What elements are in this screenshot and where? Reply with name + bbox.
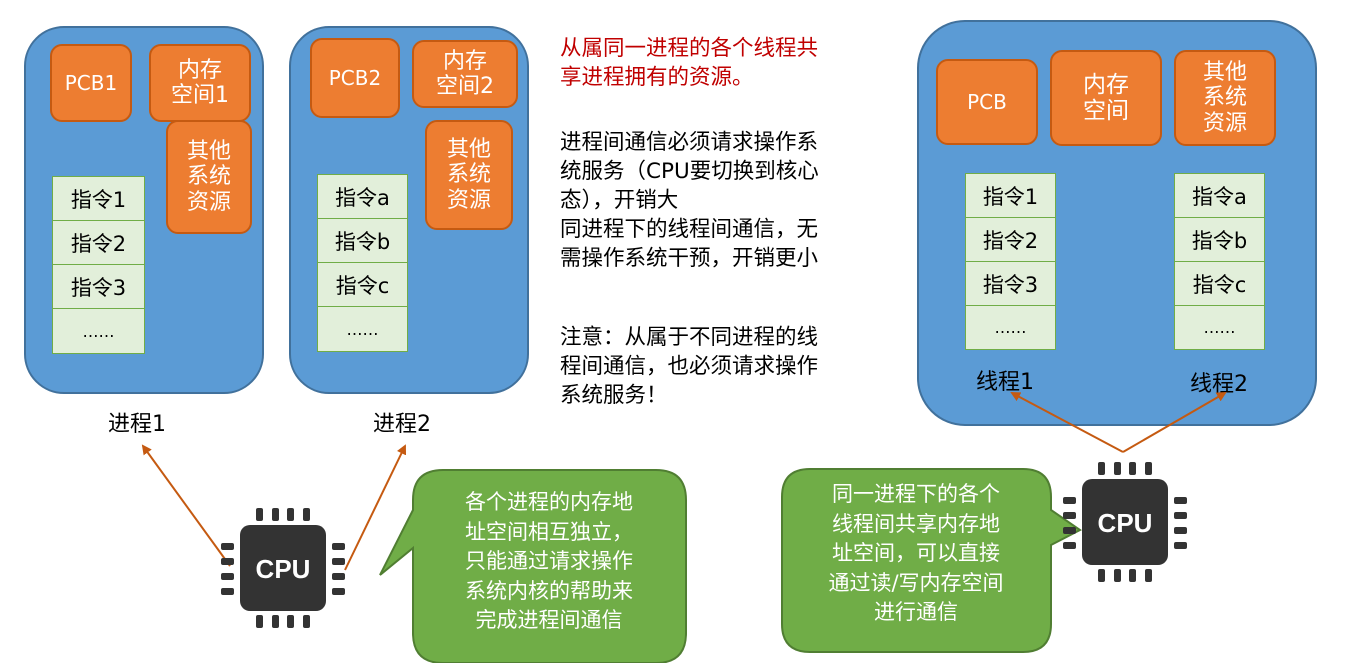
instruction-cell: 指令3 xyxy=(965,261,1056,306)
callout-line: 址空间，可以直接 xyxy=(832,541,1000,565)
shared-resources-note: 从属同一进程的各个线程共 享进程拥有的资源。 xyxy=(560,34,818,92)
note-line: 程间通信，也必须请求操作 xyxy=(560,354,819,379)
threaded-memory-line1: 内存 xyxy=(1083,71,1129,98)
instruction-cell: 指令1 xyxy=(965,173,1056,218)
instruction-cell: 指令b xyxy=(317,218,408,263)
process2-other-line1: 其他 xyxy=(446,137,491,163)
threaded-memory-line2: 空间 xyxy=(1083,98,1129,124)
note-line: 注意：从属于不同进程的线 xyxy=(560,325,819,350)
threaded-pcb-label: PCB xyxy=(967,89,1007,114)
arrow-cpu-to-process2 xyxy=(344,444,407,571)
process1-other-line1: 其他 xyxy=(186,139,231,165)
cpu-label: CPU xyxy=(1098,508,1153,538)
note-line: 享进程拥有的资源。 xyxy=(560,65,754,90)
threaded-other-line2: 系统 xyxy=(1202,85,1247,111)
note-line: 进程间通信必须请求操作系 xyxy=(560,130,819,155)
callout-line: 完成进程间通信 xyxy=(475,608,623,632)
arrow-cpu-to-thread2 xyxy=(1122,391,1227,453)
process2-pcb: PCB2 xyxy=(310,38,400,118)
instruction-cell: 指令2 xyxy=(52,220,145,265)
instruction-cell: 指令c xyxy=(317,262,408,307)
process2-other-line2: 系统 xyxy=(446,162,491,188)
process2-instruction-stack: 指令a 指令b 指令c …… xyxy=(317,174,408,352)
process1-pcb-label: PCB1 xyxy=(64,70,118,95)
process1-other-line3: 资源 xyxy=(186,189,231,215)
process2-other-resources: 其他 系统 资源 xyxy=(425,120,513,230)
process1-memory-line2: 空间1 xyxy=(171,83,229,108)
threaded-process-pcb: PCB xyxy=(936,59,1038,145)
ipc-note: 进程间通信必须请求操作系 统服务（CPU要切换到核心 态），开销大 同进程下的线… xyxy=(560,128,819,273)
process2-label: 进程2 xyxy=(373,412,431,437)
process1-memory: 内存 空间1 xyxy=(149,44,251,122)
note-line: 同进程下的线程间通信，无 xyxy=(560,217,819,242)
instruction-cell: …… xyxy=(965,305,1056,350)
cpu-chip-icon: CPU xyxy=(221,508,345,628)
cpu-label: CPU xyxy=(256,554,311,584)
instruction-cell: 指令3 xyxy=(52,264,145,309)
callout-line: 只能通过请求操作 xyxy=(465,549,633,573)
process2-memory: 内存 空间2 xyxy=(412,40,518,108)
callout-line: 通过读/写内存空间 xyxy=(828,570,1004,595)
thread1-label: 线程1 xyxy=(976,370,1034,395)
note-line: 态），开销大 xyxy=(560,188,679,213)
instruction-cell: …… xyxy=(317,306,408,352)
instruction-cell: …… xyxy=(1174,305,1265,350)
process1-label: 进程1 xyxy=(108,412,166,437)
threaded-process-other-resources: 其他 系统 资源 xyxy=(1174,50,1276,146)
threaded-other-line1: 其他 xyxy=(1202,60,1247,86)
note-line: 需操作系统干预，开销更小 xyxy=(560,246,819,271)
arrow-cpu-to-thread1 xyxy=(1010,392,1124,453)
thread1-instruction-stack: 指令1 指令2 指令3 …… xyxy=(965,173,1056,350)
thread2-instruction-stack: 指令a 指令b 指令c …… xyxy=(1174,173,1265,350)
instruction-cell: 指令c xyxy=(1174,261,1265,306)
callout-line: 线程间共享内存地 xyxy=(832,511,1000,536)
callout-right-text: 同一进程下的各个 线程间共享内存地 址空间，可以直接 通过读/写内存空间 进行通… xyxy=(786,480,1046,628)
process2-pcb-label: PCB2 xyxy=(328,65,382,90)
attention-note: 注意：从属于不同进程的线 程间通信，也必须请求操作 系统服务！ xyxy=(560,323,818,410)
process1-other-resources: 其他 系统 资源 xyxy=(166,120,252,234)
threaded-process-memory: 内存 空间 xyxy=(1050,50,1162,146)
callout-line: 系统内核的帮助来 xyxy=(465,578,633,603)
threaded-other-line3: 资源 xyxy=(1202,110,1247,136)
callout-left-text: 各个进程的内存地 址空间相互独立， 只能通过请求操作 系统内核的帮助来 完成进程… xyxy=(418,488,680,636)
process1-instruction-stack: 指令1 指令2 指令3 …… xyxy=(52,176,145,354)
note-line: 系统服务！ xyxy=(560,383,668,408)
process2-other-line3: 资源 xyxy=(446,187,491,213)
note-line: 从属同一进程的各个线程共 xyxy=(560,36,819,61)
note-line: 统服务（CPU要切换到核心 xyxy=(560,159,819,184)
process2-memory-line2: 空间2 xyxy=(436,74,494,99)
arrow-cpu-to-process1 xyxy=(141,444,231,567)
instruction-cell: …… xyxy=(52,308,145,354)
instruction-cell: 指令b xyxy=(1174,217,1265,262)
callout-line: 同一进程下的各个 xyxy=(832,482,1000,506)
callout-line: 各个进程的内存地 xyxy=(465,490,633,514)
process1-memory-line1: 内存 xyxy=(177,57,222,83)
process1-pcb: PCB1 xyxy=(50,44,132,122)
process1-other-line2: 系统 xyxy=(186,164,231,190)
cpu-chip-icon: CPU xyxy=(1063,462,1187,582)
callout-line: 进行通信 xyxy=(874,600,958,624)
process2-memory-line1: 内存 xyxy=(442,48,487,74)
instruction-cell: 指令a xyxy=(1174,173,1265,218)
callout-line: 址空间相互独立， xyxy=(465,519,633,544)
